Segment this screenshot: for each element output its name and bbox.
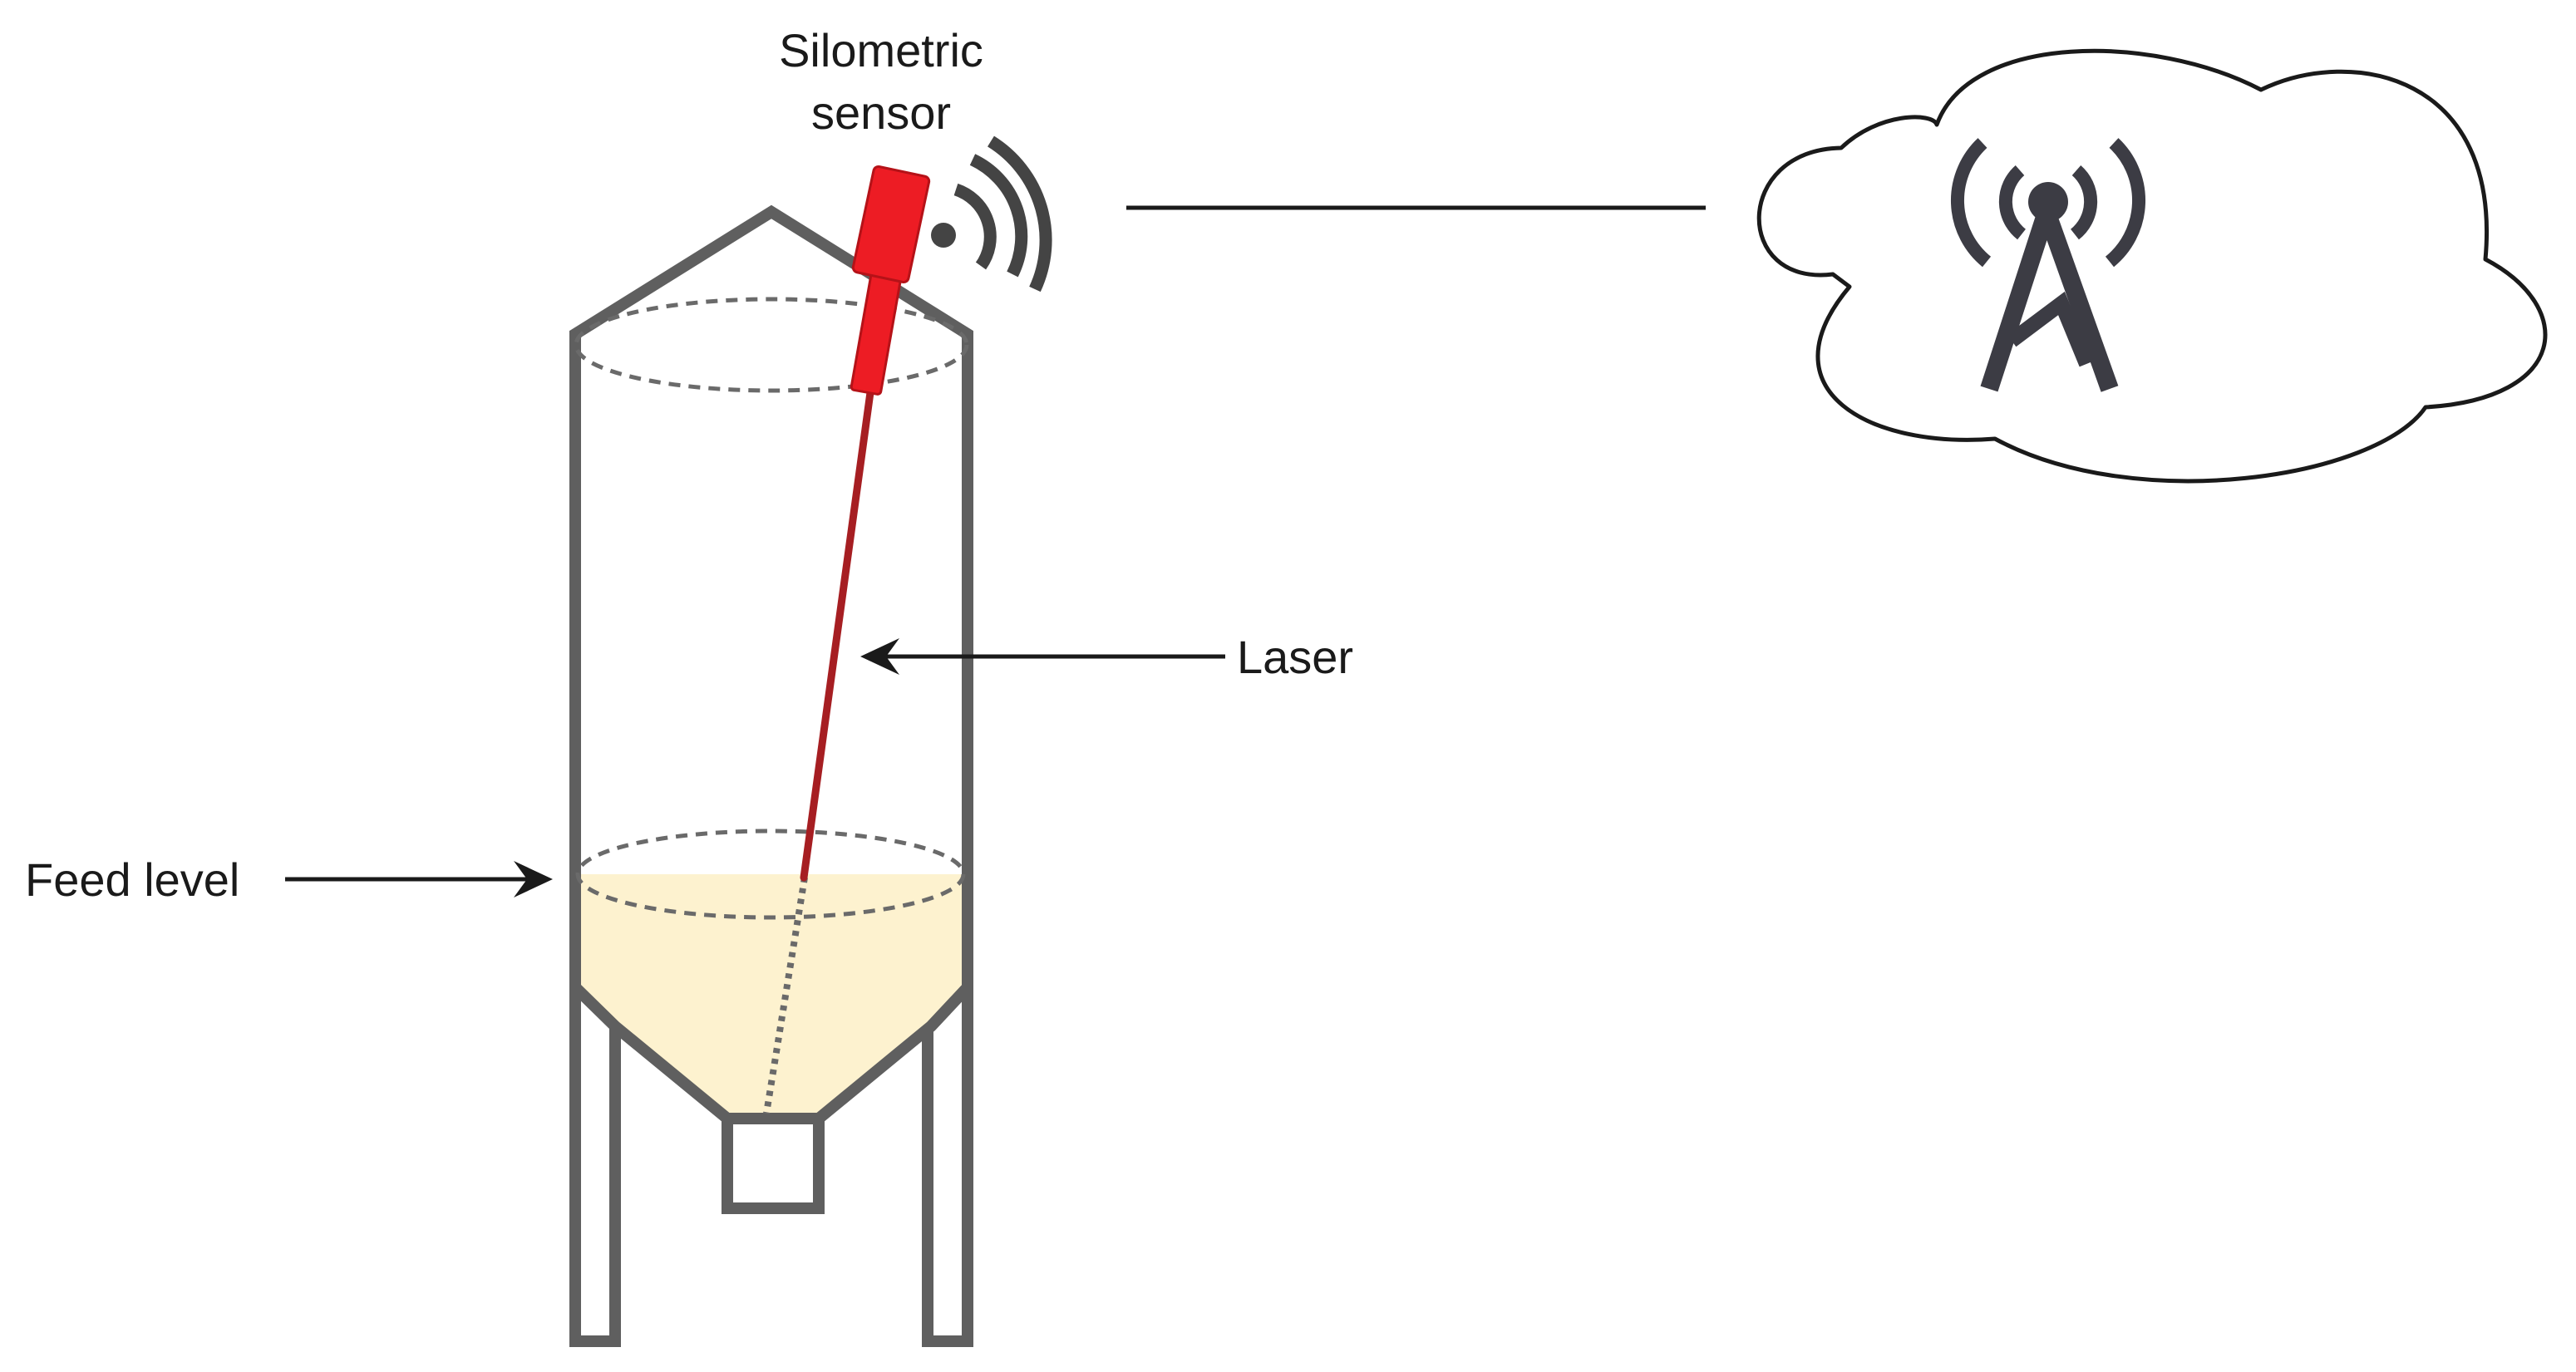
feed-level-label: Feed level	[25, 853, 239, 906]
wireless-signal-icon	[931, 135, 1052, 293]
silo-top-ellipse	[574, 297, 969, 393]
laser-beam	[800, 382, 875, 882]
cloud-icon	[1756, 48, 2548, 484]
laser-label: Laser	[1237, 631, 1353, 683]
feed-level-ellipse	[575, 829, 966, 920]
feed-fill	[575, 874, 966, 1116]
silo-body	[569, 204, 973, 1124]
sensor-label-line1: Silometric	[779, 24, 983, 76]
laser-dotted-continuation	[763, 877, 808, 1114]
sensor-probe	[850, 268, 903, 396]
silo-leg-left	[569, 987, 621, 1347]
radio-tower-icon	[1951, 138, 2145, 392]
silo-leg-right	[922, 987, 973, 1347]
silo-outlet	[722, 1113, 825, 1214]
silometric-sensor	[850, 165, 931, 396]
silo	[569, 204, 973, 1347]
sensor-label-line2: sensor	[811, 86, 951, 139]
sensor-head	[851, 165, 931, 284]
laser-arrow	[860, 638, 1225, 675]
feed-level-arrow	[285, 861, 553, 897]
